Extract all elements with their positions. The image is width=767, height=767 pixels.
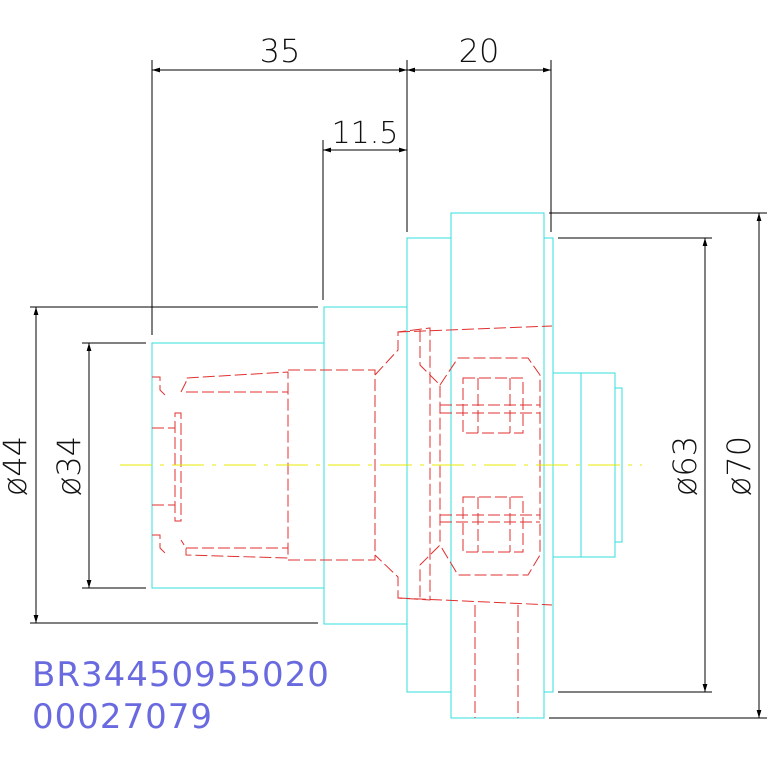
dim-text-11-5: 11.5	[332, 116, 399, 151]
part-number: BR34450955020	[32, 655, 330, 695]
hidden-pocket-bottom	[462, 496, 524, 553]
dim-text-dia63: ø63	[666, 436, 704, 496]
extension-lines	[30, 60, 767, 719]
hidden-taper	[374, 327, 431, 601]
dim-text-20: 20	[459, 32, 500, 70]
dim-text-dia70: ø70	[720, 436, 758, 496]
dimension-lines	[33, 67, 762, 718]
hidden-seat	[419, 330, 441, 600]
hidden-cavity	[439, 357, 541, 576]
hidden-chamfer-bottom	[152, 534, 166, 554]
dim-text-35: 35	[260, 32, 301, 70]
hidden-chamfer-top	[152, 376, 166, 396]
dim-text-dia44: ø44	[0, 436, 34, 496]
hidden-groove	[174, 412, 182, 522]
outline-stub-tip	[615, 387, 623, 543]
serial-number: 00027079	[32, 697, 213, 737]
hidden-taper-bottom	[397, 597, 553, 606]
hidden-taper-top	[397, 325, 553, 333]
dim-text-dia34: ø34	[50, 436, 88, 496]
hidden-lines	[152, 325, 553, 718]
hidden-bore-2	[288, 369, 376, 561]
